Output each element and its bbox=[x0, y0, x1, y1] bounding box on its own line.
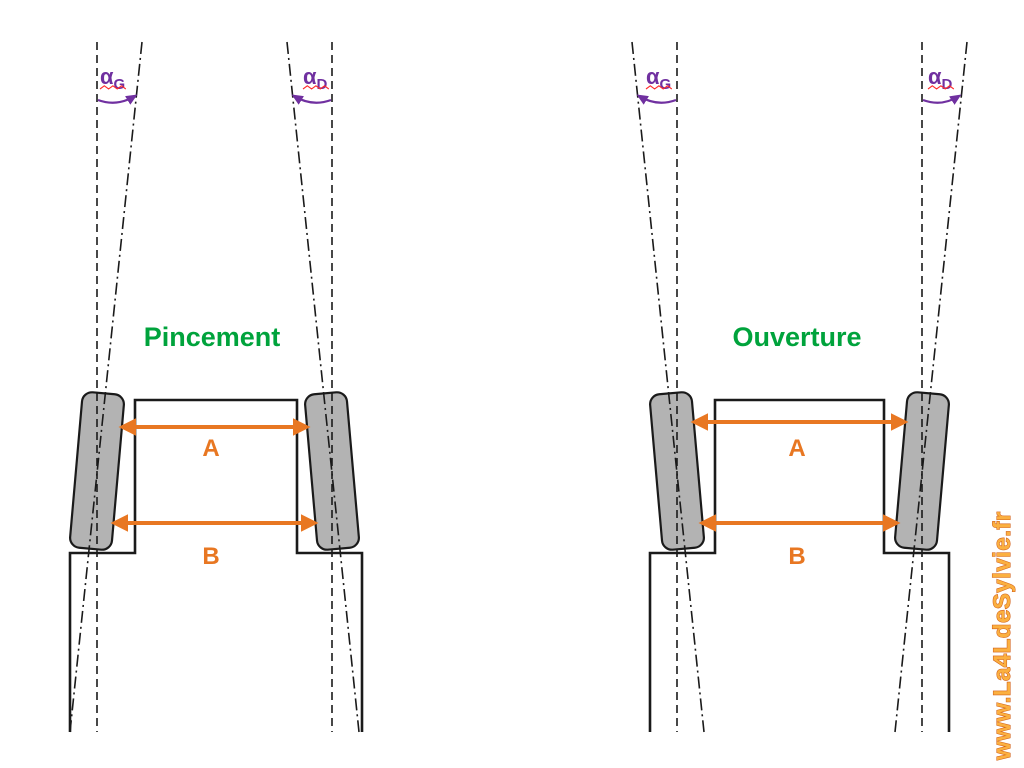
pincement-diagram: αG αD Pincement A B bbox=[68, 41, 364, 733]
right-wheel-axis-line bbox=[286, 41, 360, 733]
angle-subscript: G bbox=[114, 76, 126, 93]
left-wheel-axis-line bbox=[631, 41, 705, 733]
right-toe-angle-label: αD bbox=[303, 64, 328, 93]
angle-symbol: α bbox=[303, 64, 317, 89]
squiggle-underline bbox=[645, 85, 673, 90]
right-toe-angle-label: αD bbox=[928, 64, 953, 93]
angle-subscript: D bbox=[317, 76, 328, 93]
car-body-outline bbox=[68, 398, 364, 732]
angle-symbol: α bbox=[100, 64, 114, 89]
rear-track-label: B bbox=[202, 543, 219, 570]
left-toe-angle-arc bbox=[636, 94, 677, 105]
front-track-label: A bbox=[788, 435, 805, 462]
squiggle-underline bbox=[302, 85, 330, 90]
squiggle-underline bbox=[927, 85, 955, 90]
squiggle-underline bbox=[99, 85, 127, 90]
ouverture-diagram: αG αD Ouverture A B bbox=[631, 41, 968, 733]
angle-symbol: α bbox=[646, 64, 660, 89]
site-watermark: www.La4LdeSylvie.fr bbox=[989, 511, 1016, 761]
diagram-title: Pincement bbox=[144, 322, 281, 352]
left-wheel-axis-line bbox=[69, 41, 143, 733]
rear-track-label: B bbox=[788, 543, 805, 570]
right-toe-angle-arc bbox=[922, 94, 962, 105]
right-wheel-axis-line bbox=[894, 41, 968, 733]
left-toe-angle-label: αG bbox=[100, 64, 125, 93]
front-track-label: A bbox=[202, 435, 219, 462]
left-toe-angle-label: αG bbox=[646, 64, 671, 93]
angle-subscript: D bbox=[942, 76, 953, 93]
angle-subscript: G bbox=[660, 76, 672, 93]
right-toe-angle-arc bbox=[291, 94, 332, 105]
angle-symbol: α bbox=[928, 64, 942, 89]
car-body-outline bbox=[648, 398, 951, 732]
left-toe-angle-arc bbox=[97, 94, 138, 105]
diagram-title: Ouverture bbox=[732, 322, 861, 352]
